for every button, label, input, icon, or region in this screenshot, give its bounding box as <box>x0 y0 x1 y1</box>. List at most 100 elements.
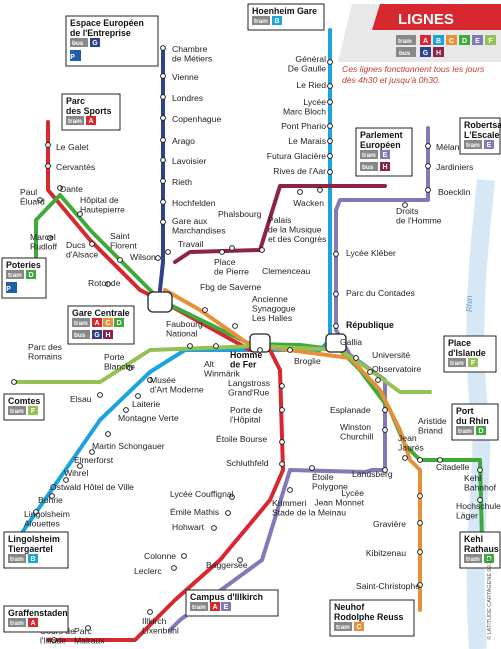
station-dot-laiterie[interactable] <box>135 393 141 399</box>
station-dot-londres[interactable] <box>160 94 166 100</box>
legend-bus-badge-H[interactable]: H <box>433 47 444 57</box>
station-dot-saint-florent[interactable] <box>117 257 123 263</box>
station-dot-landsberg[interactable] <box>382 467 388 473</box>
station-dot-broglie[interactable] <box>287 347 293 353</box>
station-dot-kibitzenau[interactable] <box>417 549 423 555</box>
station-dot-alt-winmarik[interactable] <box>213 343 219 349</box>
station-dot-copenhague[interactable] <box>160 115 166 121</box>
station-dot-le-marais[interactable] <box>327 138 333 144</box>
station-dot-hochschule-lager[interactable] <box>477 497 483 503</box>
hub-gare-centrale[interactable] <box>147 291 173 313</box>
station-dot-le-ried[interactable] <box>327 83 333 89</box>
legend-bus-badge-G[interactable]: G <box>420 47 431 57</box>
station-dot-winston-churchill[interactable] <box>382 427 388 433</box>
station-dot-universite[interactable] <box>367 369 373 375</box>
legend-tram-badge-E[interactable]: E <box>472 35 483 45</box>
station-dot-chambre-de-metiers[interactable] <box>160 45 166 51</box>
station-dot-hohwart[interactable] <box>211 525 217 531</box>
station-dot-rotonde[interactable] <box>105 281 111 287</box>
station-dot-emile-mathis[interactable] <box>225 510 231 516</box>
station-dot-homme-de-fer[interactable] <box>257 347 263 353</box>
station-dot-ancienne-synagogue-les-halles[interactable] <box>232 323 238 329</box>
station-dot-pont-phario[interactable] <box>327 123 333 129</box>
station-dot-colonne[interactable] <box>181 553 187 559</box>
legend-tram-badge-F[interactable]: F <box>485 35 496 45</box>
station-dot-aristide-briand[interactable] <box>417 457 423 463</box>
station-dot-cervantes[interactable] <box>45 163 51 169</box>
station-dot-wacken[interactable] <box>317 187 323 193</box>
station-dot-saint-christophe[interactable] <box>417 582 423 588</box>
station-dot-phalsbourg[interactable] <box>229 245 235 251</box>
station-dot-dante[interactable] <box>57 185 63 191</box>
station-dot-travail[interactable] <box>165 249 171 255</box>
station-dot-wihrel[interactable] <box>77 463 83 469</box>
station-dot-musee-d-art-moderne[interactable] <box>147 377 153 383</box>
station-dot-paul-eluard[interactable] <box>37 197 43 203</box>
station-dot-baggersee[interactable] <box>237 557 243 563</box>
station-dot-arago[interactable] <box>160 137 166 143</box>
station-dot-ostwald-hotel-de-ville[interactable] <box>63 477 69 483</box>
station-dot-elsau[interactable] <box>97 392 103 398</box>
station-dot-parc-malraux[interactable] <box>85 625 91 631</box>
station-dot-observatoire[interactable] <box>375 377 381 383</box>
station-dot-jardiniers[interactable] <box>425 163 431 169</box>
station-dot-martin-schongauer[interactable] <box>105 431 111 437</box>
station-dot-parc-du-contades[interactable] <box>333 291 339 297</box>
station-dot-krimmeri-stade-de-la-meinau[interactable] <box>287 487 293 493</box>
station-dot-porte-de-l-hopital[interactable] <box>279 407 285 413</box>
station-dot-gallia[interactable] <box>353 355 359 361</box>
station-dot-wilson[interactable] <box>155 255 161 261</box>
station-dot-esplanade[interactable] <box>382 407 388 413</box>
station-dot-gare-aux-marchandises[interactable] <box>160 219 166 225</box>
station-dot-jean-jaures[interactable] <box>402 455 408 461</box>
station-dot-ducs-d-alsace[interactable] <box>89 241 95 247</box>
station-dot-etoile-bourse[interactable] <box>279 439 285 445</box>
station-dot-kehl-bahnhof[interactable] <box>477 467 483 473</box>
station-dot-langstross-grand-rue[interactable] <box>279 383 285 389</box>
station-dot-lavoisier[interactable] <box>160 157 166 163</box>
station-dot-bohrie[interactable] <box>49 493 55 499</box>
station-dot-lycee-couffignal[interactable] <box>229 494 235 500</box>
station-dot-general-de-gaulle[interactable] <box>327 59 333 65</box>
station-dot-fbg-de-saverne[interactable] <box>202 307 208 313</box>
station-dot-montagne-verte[interactable] <box>123 407 129 413</box>
station-dot-le-galet[interactable] <box>45 142 51 148</box>
station-dot-rives-de-l-aar[interactable] <box>327 169 333 175</box>
station-dot-vienne[interactable] <box>160 73 166 79</box>
station-dot-faubourg-national[interactable] <box>187 343 193 349</box>
station-dot-clemenceau[interactable] <box>259 247 265 253</box>
station-dot-lycee-kleber[interactable] <box>333 251 339 257</box>
station-dot-lycee-marc-bloch[interactable] <box>327 99 333 105</box>
station-dot-hochfelden[interactable] <box>160 199 166 205</box>
station-dot-boecklin[interactable] <box>425 187 431 193</box>
station-dot-palais-de-la-musique-et-des-congres[interactable] <box>297 189 303 195</box>
station-dot-hopital-de-hautepierre[interactable] <box>77 211 83 217</box>
legend-tram-badge-D[interactable]: D <box>459 35 470 45</box>
station-dot-cours-de-l-illiade[interactable] <box>51 637 57 643</box>
station-dot-elmerforst[interactable] <box>89 449 95 455</box>
station-dot-republique[interactable] <box>333 323 339 329</box>
station-dot-parc-des-romains[interactable] <box>11 379 17 385</box>
station-dot-droits-de-l-homme[interactable] <box>402 202 408 208</box>
station-dot-place-de-pierre[interactable] <box>219 249 225 255</box>
station-dot-illkirch-lixenbuhl[interactable] <box>147 609 153 615</box>
station-dot-lycee-jean-monnet[interactable] <box>417 493 423 499</box>
station-dot-lingolsheim-alouettes[interactable] <box>33 509 39 515</box>
station-dot-leclerc[interactable] <box>171 565 177 571</box>
station-dot-schluthfeld[interactable] <box>279 461 285 467</box>
station-dot-etoile-polygone[interactable] <box>309 465 315 471</box>
